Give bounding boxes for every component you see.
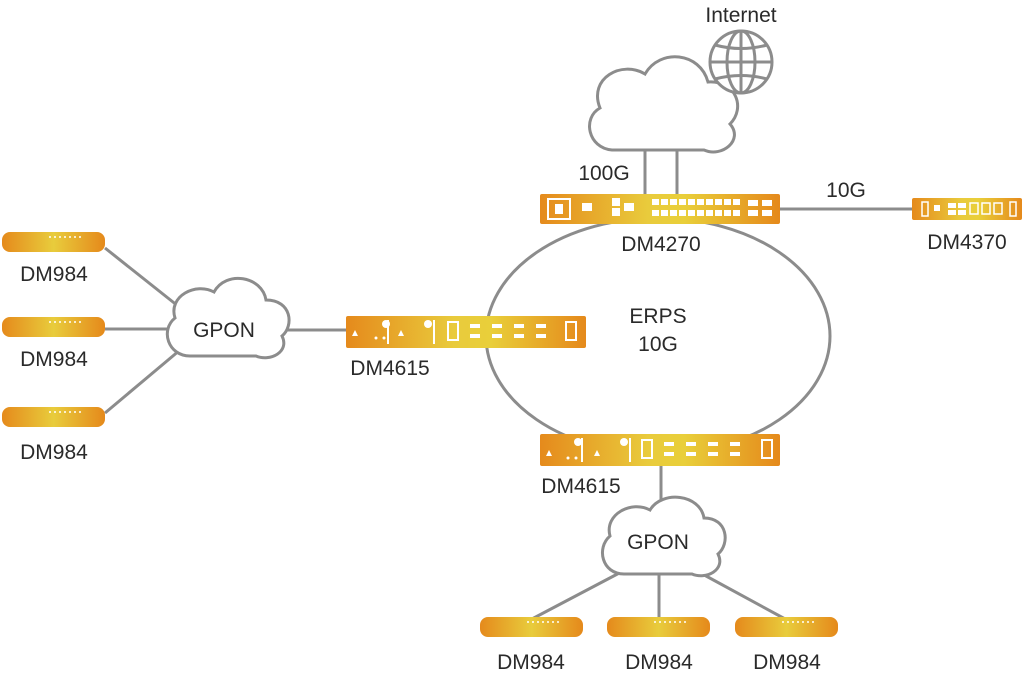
ring-name-label: ERPS	[629, 305, 686, 328]
bottom-gpon-label: GPON	[627, 531, 689, 554]
left-onu-2	[2, 317, 105, 337]
bottom-onu-wire-3	[694, 568, 788, 622]
core-switch-ports	[652, 199, 772, 216]
left-onu-2-label: DM984	[20, 348, 88, 371]
bottom-onu-1-label: DM984	[497, 651, 565, 674]
bottom-olt-label: DM4615	[541, 475, 620, 498]
side-link-label: 10G	[826, 179, 866, 202]
side-switch-device	[912, 198, 1022, 220]
left-gpon-label: GPON	[193, 319, 255, 342]
bottom-onu-2-label: DM984	[625, 651, 693, 674]
left-onu-1	[2, 232, 105, 252]
bottom-gpon-cloud	[601, 495, 727, 578]
side-switch-label: DM4370	[927, 231, 1006, 254]
links	[104, 140, 912, 622]
left-onu-wire-1	[104, 246, 179, 308]
left-onu-3-label: DM984	[20, 441, 88, 464]
bottom-onu-2	[607, 617, 710, 637]
core-uplink-label: 100G	[578, 162, 629, 185]
bottom-onu-1	[480, 617, 583, 637]
bottom-onu-3-label: DM984	[753, 651, 821, 674]
left-olt-device	[346, 316, 586, 348]
core-switch-label: DM4270	[621, 233, 700, 256]
ring-speed-label: 10G	[638, 333, 678, 356]
internet-label: Internet	[705, 4, 776, 27]
bottom-onu-3	[735, 617, 838, 637]
left-olt-label: DM4615	[350, 357, 429, 380]
internet-cloud	[588, 55, 740, 154]
bottom-onu-wire-1	[529, 568, 626, 622]
globe-icon	[708, 29, 774, 95]
left-gpon-cloud	[165, 276, 291, 360]
left-onu-1-label: DM984	[20, 263, 88, 286]
core-switch-device	[540, 194, 780, 224]
left-onu-wire-3	[104, 348, 181, 415]
left-onu-3	[2, 407, 105, 427]
bottom-olt-device	[540, 434, 780, 466]
